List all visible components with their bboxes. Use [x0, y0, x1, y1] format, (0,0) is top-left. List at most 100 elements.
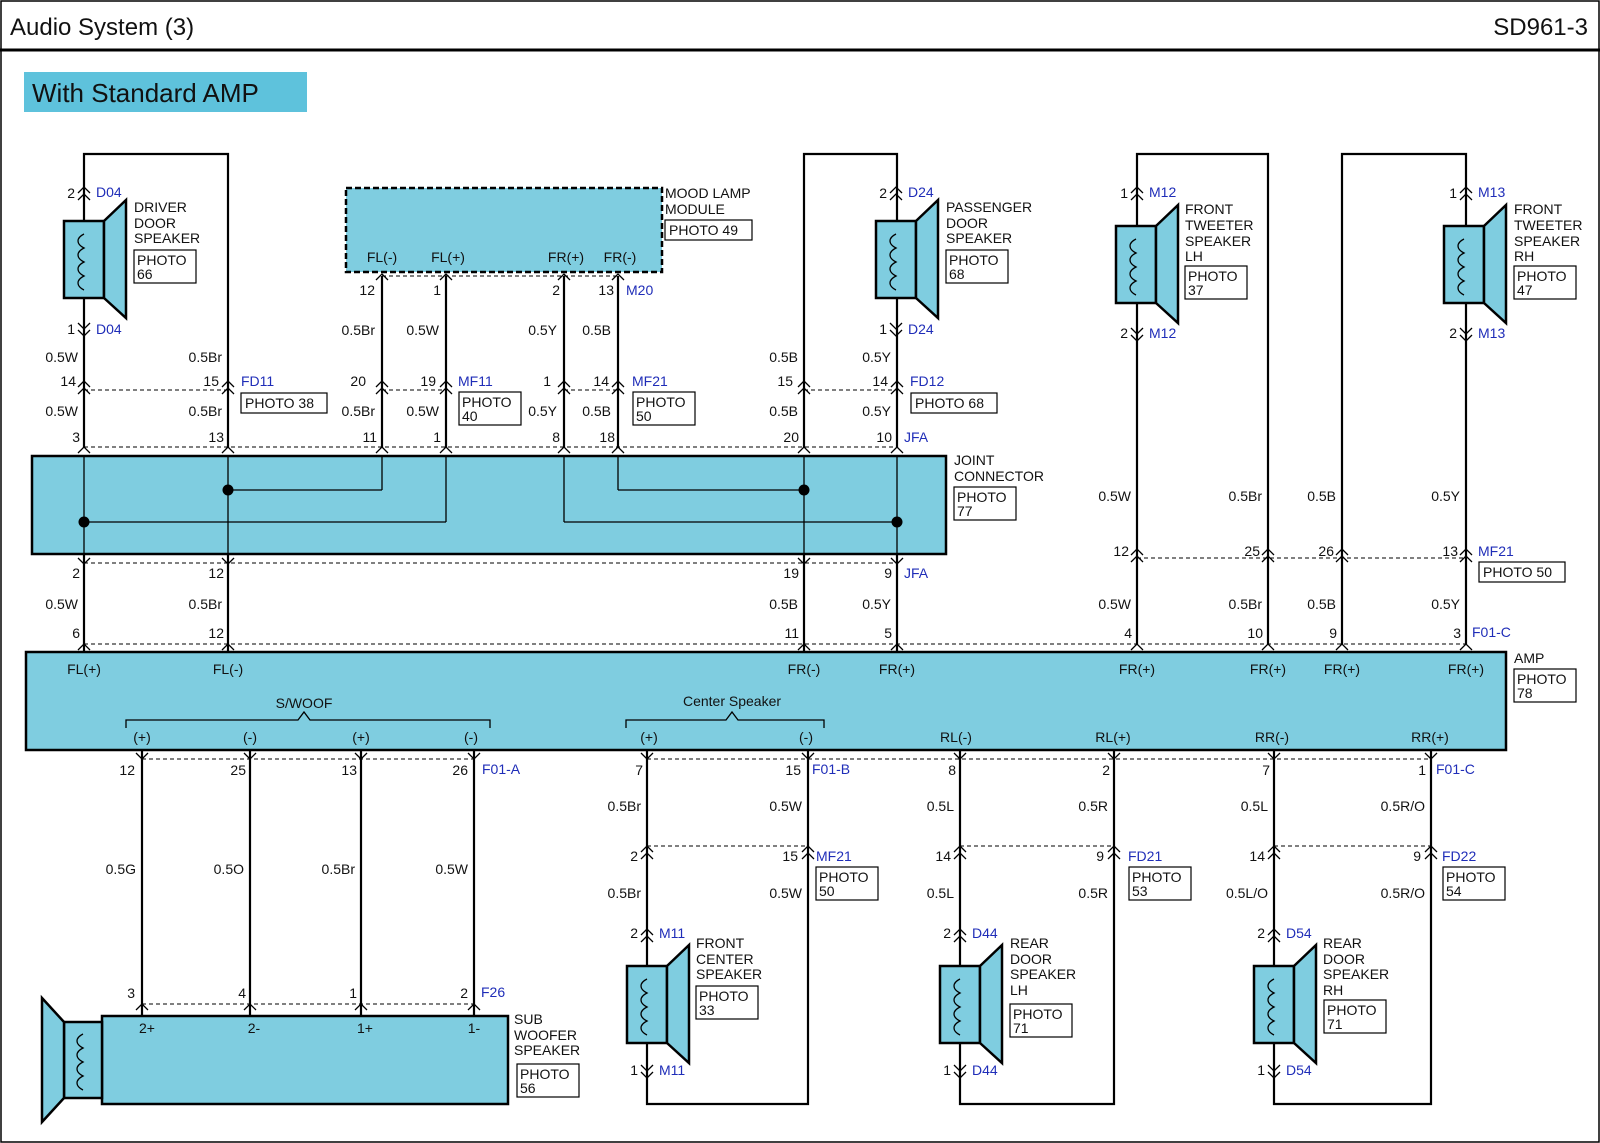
svg-text:0.5Y: 0.5Y — [1431, 596, 1460, 612]
svg-text:3: 3 — [72, 429, 80, 445]
svg-text:RR(-): RR(-) — [1255, 729, 1289, 745]
svg-text:2: 2 — [1120, 325, 1128, 341]
svg-text:7: 7 — [635, 762, 643, 778]
svg-text:9: 9 — [884, 565, 892, 581]
svg-text:1-: 1- — [468, 1020, 481, 1036]
svg-text:FD11: FD11 — [241, 373, 274, 389]
svg-text:14: 14 — [593, 373, 609, 389]
svg-text:0.5Br: 0.5Br — [342, 322, 376, 338]
svg-text:0.5O: 0.5O — [214, 861, 244, 877]
svg-text:25: 25 — [230, 762, 246, 778]
svg-text:1: 1 — [67, 321, 75, 337]
passenger-door-speaker — [874, 197, 940, 321]
svg-text:26: 26 — [1318, 543, 1334, 559]
svg-text:14: 14 — [1249, 848, 1265, 864]
svg-text:19: 19 — [783, 565, 799, 581]
svg-text:PHOTO 38: PHOTO 38 — [245, 395, 314, 411]
svg-text:14: 14 — [935, 848, 951, 864]
svg-text:2: 2 — [67, 185, 75, 201]
svg-text:2: 2 — [630, 925, 638, 941]
svg-text:(+): (+) — [640, 729, 658, 745]
driver-door-speaker — [62, 197, 128, 321]
variant-banner-text: With Standard AMP — [32, 78, 259, 108]
svg-text:PHOTO 68: PHOTO 68 — [915, 395, 984, 411]
svg-text:0.5B: 0.5B — [582, 322, 611, 338]
svg-text:26: 26 — [452, 762, 468, 778]
svg-text:12: 12 — [208, 625, 224, 641]
svg-text:D44: D44 — [972, 925, 998, 941]
front-tweeter-speaker-lh — [1114, 202, 1180, 326]
svg-text:D54: D54 — [1286, 1062, 1312, 1078]
svg-text:2: 2 — [879, 185, 887, 201]
svg-text:0.5Y: 0.5Y — [862, 403, 891, 419]
svg-text:(+): (+) — [352, 729, 370, 745]
mood-lamp-module — [344, 186, 664, 274]
svg-text:6: 6 — [72, 625, 80, 641]
svg-text:2-: 2- — [248, 1020, 261, 1036]
svg-text:MF21: MF21 — [632, 373, 668, 389]
svg-text:FR(+): FR(+) — [1250, 661, 1286, 677]
front-tweeter-speaker-rh — [1442, 202, 1508, 326]
svg-text:0.5L: 0.5L — [927, 798, 954, 814]
svg-text:MF21: MF21 — [1478, 543, 1514, 559]
svg-text:25: 25 — [1244, 543, 1260, 559]
svg-text:0.5B: 0.5B — [769, 349, 798, 365]
svg-text:20: 20 — [783, 429, 799, 445]
svg-text:0.5Y: 0.5Y — [862, 349, 891, 365]
svg-text:2: 2 — [1449, 325, 1457, 341]
svg-text:14: 14 — [872, 373, 888, 389]
svg-text:0.5B: 0.5B — [1307, 596, 1336, 612]
svg-text:(-): (-) — [799, 729, 813, 745]
svg-text:1: 1 — [433, 282, 441, 298]
svg-text:0.5Br: 0.5Br — [1229, 488, 1263, 504]
svg-text:0.5Br: 0.5Br — [342, 403, 376, 419]
svg-text:12: 12 — [1113, 543, 1129, 559]
svg-text:M13: M13 — [1478, 325, 1505, 341]
svg-text:M13: M13 — [1478, 184, 1505, 200]
svg-text:0.5Br: 0.5Br — [189, 349, 223, 365]
svg-text:0.5R/O: 0.5R/O — [1381, 798, 1425, 814]
svg-text:4: 4 — [1124, 625, 1132, 641]
svg-text:9: 9 — [1329, 625, 1337, 641]
svg-text:8: 8 — [552, 429, 560, 445]
svg-text:0.5B: 0.5B — [1307, 488, 1336, 504]
svg-text:0.5G: 0.5G — [106, 861, 136, 877]
svg-text:1: 1 — [1120, 185, 1128, 201]
svg-text:D24: D24 — [908, 184, 934, 200]
svg-text:0.5Br: 0.5Br — [608, 798, 642, 814]
mood-pin-fl-minus: FL(-) — [367, 249, 397, 265]
svg-text:13: 13 — [341, 762, 357, 778]
svg-text:(-): (-) — [464, 729, 478, 745]
svg-text:14: 14 — [60, 373, 76, 389]
svg-text:FR(-): FR(-) — [788, 661, 821, 677]
svg-text:F01-A: F01-A — [482, 761, 521, 777]
svg-text:2: 2 — [1102, 762, 1110, 778]
svg-text:0.5W: 0.5W — [45, 596, 78, 612]
svg-text:1: 1 — [349, 985, 357, 1001]
svg-text:D44: D44 — [972, 1062, 998, 1078]
svg-text:D04: D04 — [96, 321, 122, 337]
svg-text:0.5W: 0.5W — [406, 403, 439, 419]
svg-text:0.5L/O: 0.5L/O — [1226, 885, 1268, 901]
svg-text:13: 13 — [208, 429, 224, 445]
rear-door-speaker-rh — [1252, 942, 1318, 1066]
svg-text:D24: D24 — [908, 321, 934, 337]
amp-unit — [24, 650, 1508, 752]
svg-text:9: 9 — [1096, 848, 1104, 864]
